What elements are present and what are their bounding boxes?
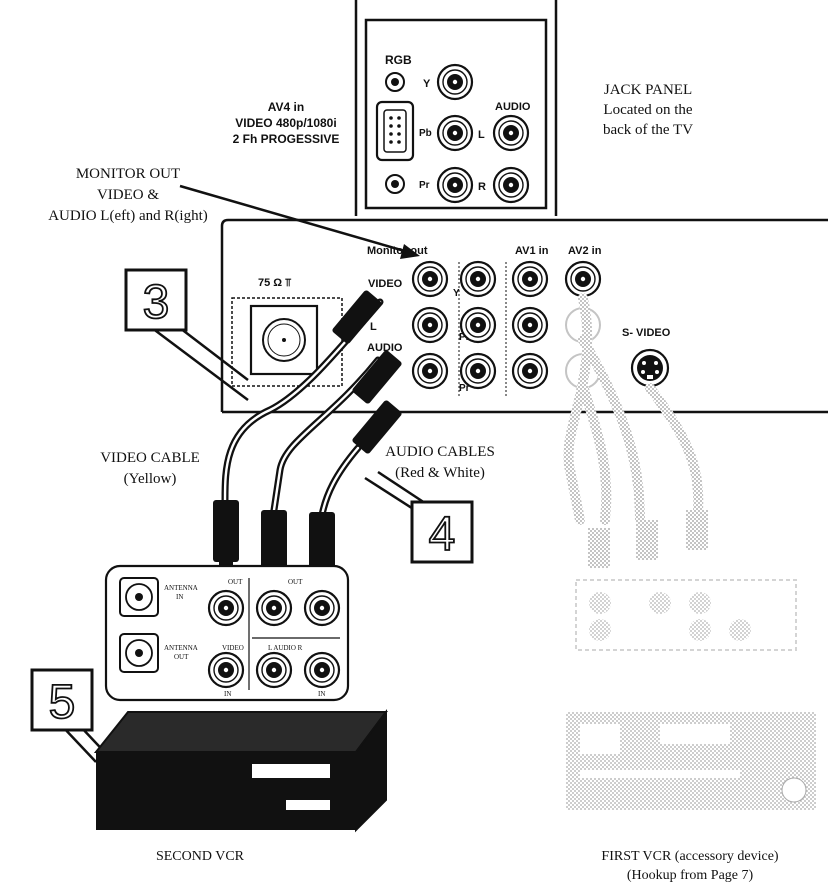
lower-audio-label: AUDIO: [367, 342, 403, 354]
vcr-audio-l-in-jack[interactable]: [255, 651, 293, 689]
antenna-input-jack[interactable]: [249, 304, 319, 376]
vcr-video-in-jack[interactable]: [207, 651, 245, 689]
jack-panel-location-2: back of the TV: [603, 122, 693, 138]
step-4-callout: 4: [364, 470, 474, 564]
component-y-jack[interactable]: [459, 260, 497, 298]
first-vcr-caption: FIRST VCR (accessory device): [601, 849, 779, 864]
audio-r-label: R: [478, 181, 486, 193]
first-vcr-device: [566, 712, 816, 810]
vcr-in-label-left: IN: [224, 690, 231, 698]
pr-jack[interactable]: [436, 166, 474, 204]
vcr-out-label-right: OUT: [288, 578, 303, 586]
monitor-out-note-1: MONITOR OUT: [76, 166, 180, 182]
antenna-input-label: 75 Ω ⫪: [258, 277, 291, 289]
step-5-number: 5: [49, 676, 76, 729]
monitor-out-label: Monitor out: [367, 245, 428, 257]
step-3-number: 3: [143, 276, 170, 329]
second-vcr-device: [93, 709, 388, 833]
jack-panel-title: JACK PANEL: [604, 82, 692, 98]
vcr-audio-l-out-jack[interactable]: [255, 589, 293, 627]
av4-in-label: AV4 in: [268, 100, 304, 114]
audio-cables-label: AUDIO CABLES: [385, 444, 495, 460]
tv-back-outline: [220, 0, 828, 414]
lower-jack-panel: Monitor out AV1 in AV2 in 75 Ω ⫪ VIDEO L…: [231, 245, 671, 396]
av2-video-jack[interactable]: [564, 260, 602, 298]
rgb-label: RGB: [385, 53, 412, 67]
second-vcr-panel: ANTENNA IN ANTENNA OUT OUT OUT VIDEO L A…: [104, 564, 350, 702]
pr-jack-label: Pr: [419, 180, 430, 191]
pb-jack[interactable]: [436, 114, 474, 152]
vcr-audio-r-in-jack[interactable]: [303, 651, 341, 689]
vcr-antenna-out-jack[interactable]: [119, 633, 159, 673]
vcr-video-out-jack[interactable]: [207, 589, 245, 627]
av1-audio-r-jack[interactable]: [511, 352, 549, 390]
first-vcr-cables: [563, 293, 797, 651]
monitor-out-note-2: VIDEO &: [97, 187, 159, 203]
rgb-d-sub-connector[interactable]: [375, 100, 415, 162]
av4-video-format: VIDEO 480p/1080i: [235, 116, 336, 130]
vcr-out-label-left: OUT: [228, 578, 243, 586]
monitor-out-arrow: [179, 184, 420, 259]
jack-panel-location-1: Located on the: [603, 102, 692, 118]
av4-progressive: 2 Fh PROGESSIVE: [233, 132, 340, 146]
monitor-out-audio-l-jack[interactable]: [411, 306, 449, 344]
monitor-out-video-jack[interactable]: [411, 260, 449, 298]
step-4-number: 4: [429, 508, 456, 561]
av2-in-label: AV2 in: [568, 245, 602, 257]
svideo-jack[interactable]: [630, 348, 670, 388]
av1-video-jack[interactable]: [511, 260, 549, 298]
vcr-antenna-out-label-2: OUT: [174, 653, 189, 661]
audio-l-label: L: [478, 129, 485, 141]
svideo-label: S- VIDEO: [622, 327, 671, 339]
audio-cables-colors: (Red & White): [395, 465, 485, 481]
video-cable-label: VIDEO CABLE: [100, 450, 200, 466]
vcr-audio-r-out-jack[interactable]: [303, 589, 341, 627]
lower-l-label: L: [370, 321, 377, 333]
y-jack[interactable]: [436, 63, 474, 101]
first-vcr-hookup-note: (Hookup from Page 7): [627, 868, 754, 883]
vcr-antenna-out-label-1: ANTENNA: [164, 644, 198, 652]
small-jack-lower: [385, 174, 405, 194]
upper-jack-panel: RGB Y Pb Pr AUDIO L R: [364, 18, 548, 210]
vcr-audio-label: L AUDIO R: [268, 644, 303, 652]
vcr-antenna-in-label-2: IN: [176, 593, 183, 601]
monitor-out-audio-r-jack[interactable]: [411, 352, 449, 390]
video-cable: [213, 290, 384, 580]
lower-video-label: VIDEO: [368, 278, 403, 290]
video-cable-color: (Yellow): [124, 471, 177, 487]
av1-in-label: AV1 in: [515, 245, 549, 257]
audio-l-jack[interactable]: [492, 114, 530, 152]
av1-audio-l-jack[interactable]: [511, 306, 549, 344]
rgb-small-jack: [385, 72, 405, 92]
step-5-callout: 5: [30, 668, 113, 763]
vcr-in-label-right: IN: [318, 690, 325, 698]
vcr-antenna-in-label-1: ANTENNA: [164, 584, 198, 592]
audio-label: AUDIO: [495, 101, 531, 113]
lower-pr-label: Pr: [459, 383, 470, 394]
second-vcr-caption: SECOND VCR: [156, 849, 245, 864]
component-pb-jack[interactable]: [459, 306, 497, 344]
monitor-out-note-3: AUDIO L(eft) and R(ight): [48, 208, 208, 224]
vcr-antenna-in-jack[interactable]: [119, 577, 159, 617]
component-pr-jack[interactable]: [459, 352, 497, 390]
audio-r-jack[interactable]: [492, 166, 530, 204]
y-jack-label: Y: [423, 78, 431, 90]
step-3-callout: 3: [124, 268, 249, 401]
pb-jack-label: Pb: [419, 128, 432, 139]
vcr-video-label: VIDEO: [222, 644, 244, 652]
lower-y-label: Y: [453, 288, 460, 299]
